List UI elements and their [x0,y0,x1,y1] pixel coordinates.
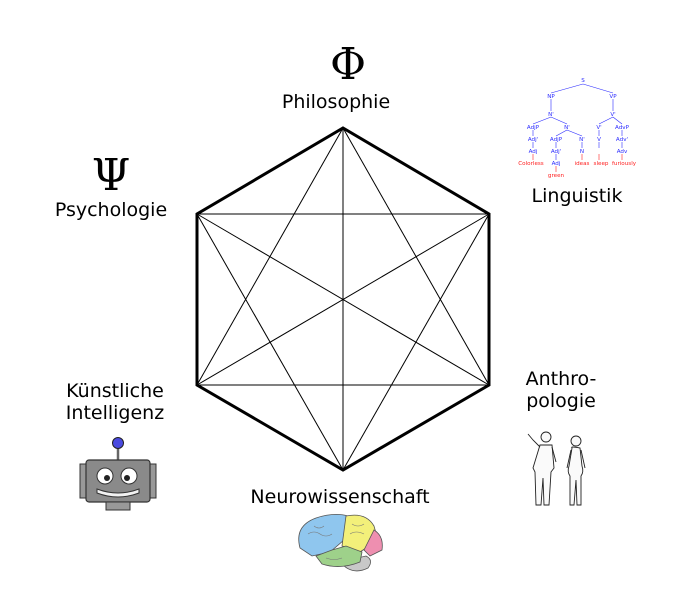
tree-node-adjp2: AdjP [550,137,563,143]
psychology-label: Psychologie [55,199,167,221]
tree-word-ideas: ideas [575,161,590,167]
psi-symbol: Ψ [92,150,131,201]
tree-node-n: N [580,149,584,155]
tree-word-colorless: Colorless [518,161,544,167]
tree-node-adjbar2: Adj' [551,149,561,155]
syntax-tree-icon: S NP VP N' V' AdjP N' V' AdvP Adj' AdjP … [518,78,636,179]
tree-node-v: V [597,137,601,143]
tree-word-green: green [548,173,565,179]
hexagon-lines [195,126,491,472]
man-figure [527,431,557,506]
anthropology-node: Anthro- pologie [526,368,597,506]
tree-node-vbar: V' [610,112,615,118]
tree-node-vp: VP [609,94,617,100]
tree-node-advbar: Adv' [616,137,628,143]
linguistics-node: S NP VP N' V' AdjP N' V' AdvP Adj' AdjP … [518,78,636,207]
tree-node-vbar2: V' [596,125,601,131]
ai-label-line1: Künstliche [66,380,164,402]
woman-figure [566,435,586,506]
tree-node-adj1: Adj [529,149,538,155]
tree-node-adjp1: AdjP [527,125,540,131]
anthropology-label-line2: pologie [526,390,596,412]
phi-symbol: Φ [330,39,366,90]
robot-antenna-ball [112,437,124,449]
ai-node: Künstliche Intelligenz [66,380,164,511]
brain-occipital-lobe [363,529,383,557]
syntax-tree-branches [532,83,623,160]
psychology-node: Ψ Psychologie [55,150,167,221]
brain-icon [298,514,383,572]
tree-node-s: S [581,78,585,84]
neuroscience-label: Neurowissenschaft [250,486,429,508]
tree-word-furiously: furiously [612,161,637,167]
linguistics-label: Linguistik [532,185,623,207]
tree-node-adjbar1: Adj' [528,137,538,143]
robot-icon [79,437,157,511]
tree-node-nbar2: N' [564,125,570,131]
syntax-tree-leaf-branches [532,154,623,172]
tree-node-advp: AdvP [615,125,630,131]
tree-node-adj2: Adj [552,161,561,167]
tree-node-nbar3: N' [579,137,585,143]
tree-node-np: NP [547,94,555,100]
neuroscience-node: Neurowissenschaft [250,486,430,572]
tree-node-adv: Adv [617,149,628,155]
ai-label-line2: Intelligenz [66,402,164,424]
philosophy-label: Philosophie [282,91,390,113]
tree-node-nbar: N' [548,112,554,118]
brain-temporal-lobe [315,545,363,567]
philosophy-node: Φ Philosophie [282,39,390,113]
anthropology-label-line1: Anthro- [526,368,597,390]
hexagon-diagonals [196,127,490,471]
tree-word-sleep: sleep [594,161,609,167]
human-figures-icon [527,431,586,506]
